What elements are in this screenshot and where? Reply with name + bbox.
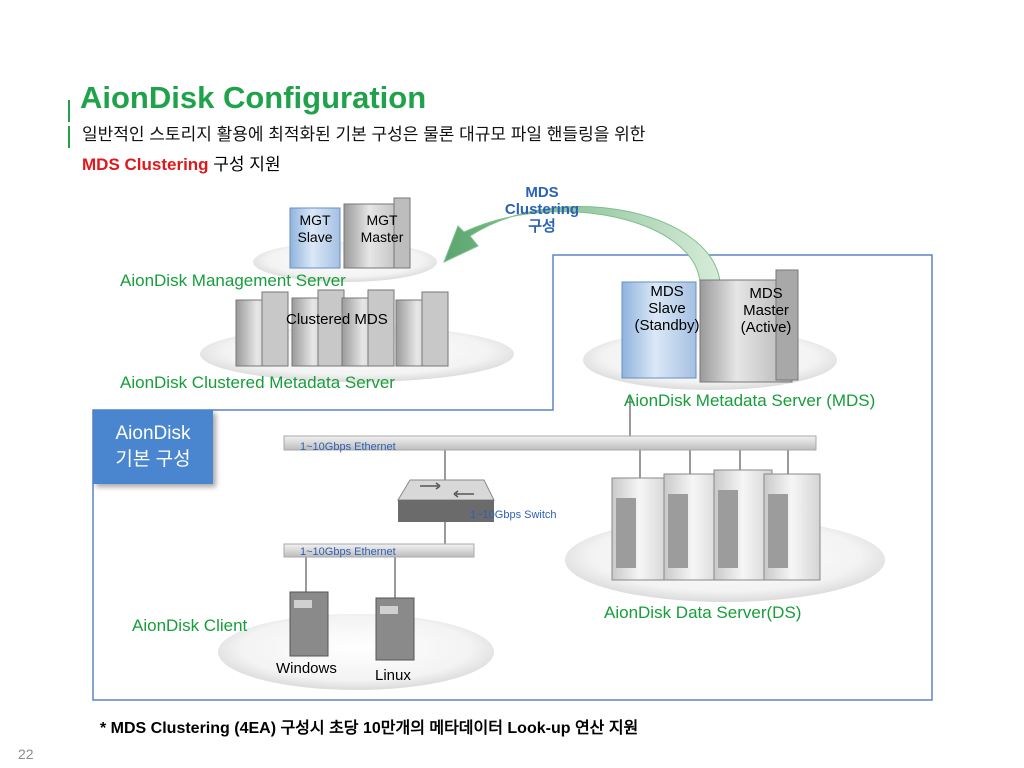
linux-label: Linux bbox=[375, 667, 411, 684]
mds-server-label: AionDisk Metadata Server (MDS) bbox=[624, 391, 876, 410]
subtitle-line-2: MDS Clustering 구성 지원 bbox=[82, 150, 281, 175]
client-pcs bbox=[289, 591, 415, 661]
footnote: * MDS Clustering (4EA) 구성시 초당 10만개의 메타데이… bbox=[100, 720, 639, 737]
clustered-mds-servers bbox=[235, 289, 449, 367]
ethernet-bar-top bbox=[283, 435, 817, 451]
basic-config-badge: AionDisk 기본 구성 bbox=[93, 410, 213, 484]
mgt-servers bbox=[289, 197, 411, 269]
mgt-server-label: AionDisk Management Server bbox=[120, 271, 346, 290]
subtitle-rest: 구성 지원 bbox=[213, 155, 281, 174]
ethernet-bar-bottom bbox=[283, 543, 475, 558]
client-platform bbox=[218, 614, 494, 690]
switch-label: 1~10Gbps Switch bbox=[470, 509, 557, 521]
subtitle-highlight: MDS Clustering bbox=[82, 155, 209, 174]
subtitle-line-1: 일반적인 스토리지 활용에 최적화된 기본 구성은 물론 대규모 파일 핸들링을… bbox=[82, 125, 646, 144]
client-label: AionDisk Client bbox=[132, 616, 248, 635]
clustering-arrow bbox=[443, 206, 721, 283]
clustered-mds-label: Clustered MDS bbox=[286, 311, 388, 328]
switch-icon bbox=[397, 479, 495, 522]
ds-server-label: AionDisk Data Server(DS) bbox=[604, 603, 802, 622]
page-number: 22 bbox=[18, 746, 34, 762]
windows-label: Windows bbox=[276, 660, 337, 677]
cmds-server-label: AionDisk Clustered Metadata Server bbox=[120, 373, 395, 392]
data-servers bbox=[611, 469, 821, 581]
ethernet-bottom-label: 1~10Gbps Ethernet bbox=[300, 546, 396, 558]
clustering-label: MDS Clustering 구성 bbox=[504, 184, 580, 235]
page-title: AionDisk Configuration bbox=[80, 80, 427, 115]
mds-servers bbox=[621, 269, 799, 383]
config-boundary bbox=[92, 254, 933, 701]
ethernet-top-label: 1~10Gbps Ethernet bbox=[300, 441, 396, 453]
